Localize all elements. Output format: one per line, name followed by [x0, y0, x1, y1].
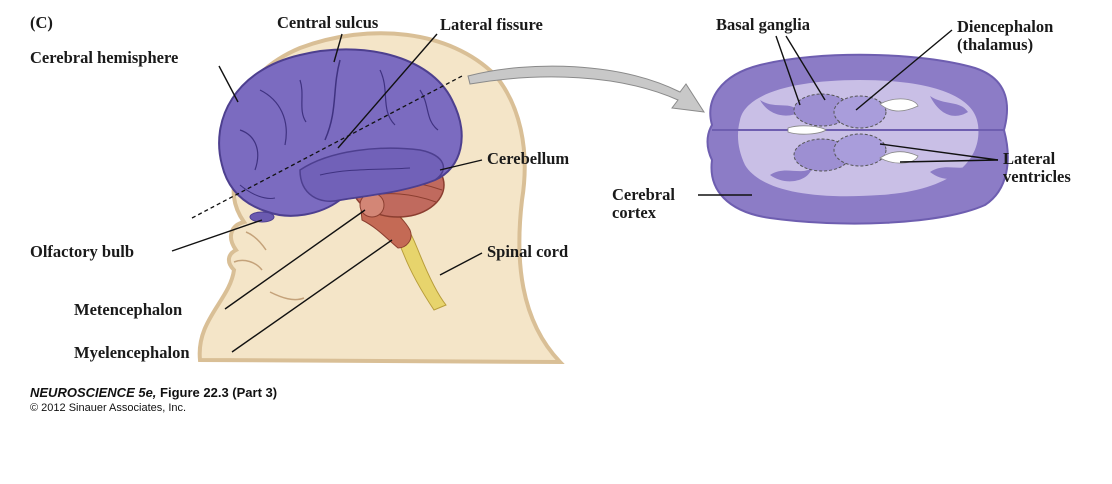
- label-lateral-ventricles: Lateral ventricles: [1003, 149, 1071, 186]
- section-plane-line: [191, 75, 463, 219]
- brain-section: [706, 53, 1009, 225]
- label-diencephalon: Diencephalon (thalamus): [957, 17, 1054, 54]
- label-basal-ganglia: Basal ganglia: [716, 15, 810, 34]
- caption-title: NEUROSCIENCE 5e,: [30, 385, 157, 400]
- label-central-sulcus: Central sulcus: [277, 13, 379, 32]
- caption-figure: Figure 22.3 (Part 3): [156, 385, 278, 400]
- cerebral-hemisphere-shape: [218, 48, 463, 223]
- label-spinal-cord: Spinal cord: [487, 242, 569, 261]
- label-myelencephalon: Myelencephalon: [74, 343, 190, 362]
- label-lateral-fissure: Lateral fissure: [440, 15, 543, 34]
- leader-lines: [171, 29, 999, 353]
- copyright-text: © 2012 Sinauer Associates, Inc.: [30, 402, 187, 414]
- panel-label: (C): [30, 13, 53, 32]
- label-olfactory-bulb: Olfactory bulb: [30, 242, 135, 261]
- label-cerebral-cortex: Cerebral cortex: [612, 185, 675, 222]
- label-metencephalon: Metencephalon: [74, 300, 183, 319]
- figure-caption: NEUROSCIENCE 5e, Figure 22.3 (Part 3): [30, 385, 277, 400]
- label-cerebellum: Cerebellum: [487, 149, 570, 168]
- label-cerebral-hemisphere: Cerebral hemisphere: [30, 48, 179, 67]
- section-arrow: [467, 65, 705, 113]
